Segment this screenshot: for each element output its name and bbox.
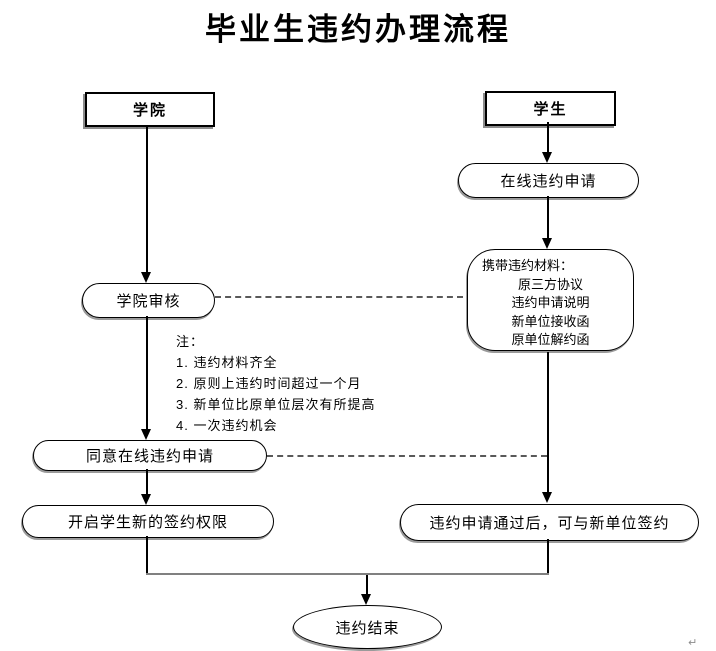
connector-open-to-merge <box>146 536 148 575</box>
node-online-apply: 在线违约申请 <box>458 163 639 198</box>
arrow-down-icon <box>141 429 151 440</box>
dashed-link-review-materials <box>215 296 463 298</box>
materials-item: 原单位解约函 <box>511 332 590 347</box>
connector-sign-to-merge <box>547 539 549 575</box>
node-college-review: 学院审核 <box>82 283 215 318</box>
connector-student-to-apply <box>547 122 549 153</box>
merge-bar <box>146 573 549 575</box>
arrow-down-icon <box>542 152 552 163</box>
lane-student-box: 学生 <box>485 91 616 126</box>
arrow-down-icon <box>542 492 552 503</box>
materials-title: 携带违约材料： <box>482 258 574 273</box>
node-after-approval: 违约申请通过后，可与新单位签约 <box>400 504 699 541</box>
page-title: 毕业生违约办理流程 <box>205 12 511 48</box>
connector-review-to-approve <box>146 316 148 429</box>
note-item: 4. 一次违约机会 <box>176 418 278 433</box>
note-item: 2. 原则上违约时间超过一个月 <box>176 376 362 391</box>
arrow-down-icon <box>542 238 552 249</box>
node-approve-online: 同意在线违约申请 <box>33 440 267 471</box>
connector-apply-to-materials <box>547 196 549 238</box>
connector-merge-to-end <box>366 575 368 595</box>
connector-college-to-review <box>146 125 148 273</box>
dashed-link-approve-student <box>267 455 547 457</box>
arrow-down-icon <box>141 494 151 505</box>
node-materials: 携带违约材料： 原三方协议 违约申请说明 新单位接收函 原单位解约函 <box>467 249 634 351</box>
arrow-down-icon <box>141 272 151 283</box>
lane-college-box: 学院 <box>85 92 215 127</box>
node-open-permission: 开启学生新的签约权限 <box>22 505 274 538</box>
return-mark-icon: ↵ <box>688 637 698 649</box>
note-item: 3. 新单位比原单位层次有所提高 <box>176 397 376 412</box>
note-block: 注： 1. 违约材料齐全 2. 原则上违约时间超过一个月 3. 新单位比原单位层… <box>176 331 375 436</box>
materials-item: 违约申请说明 <box>511 295 590 310</box>
connector-approve-to-open <box>146 469 148 495</box>
note-item: 1. 违约材料齐全 <box>176 355 278 370</box>
note-label: 注： <box>176 334 205 349</box>
arrow-down-icon <box>361 594 371 605</box>
materials-item: 新单位接收函 <box>511 313 590 329</box>
node-end: 违约结束 <box>293 605 442 649</box>
connector-materials-to-sign <box>547 352 549 493</box>
materials-item: 原三方协议 <box>517 276 583 292</box>
